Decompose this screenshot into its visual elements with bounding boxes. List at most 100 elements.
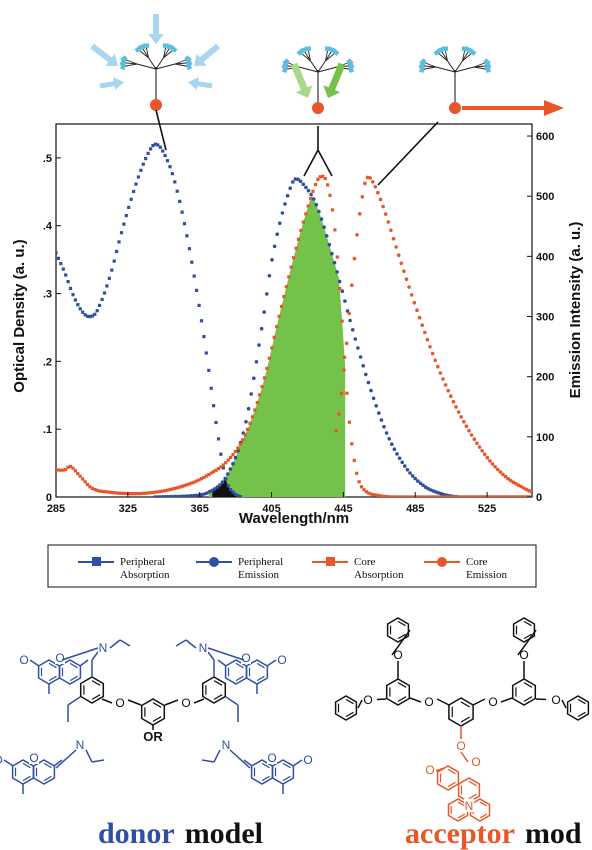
data-point — [76, 472, 80, 476]
data-point — [382, 424, 386, 429]
dendrimer-branch — [155, 57, 164, 70]
dendrimer-branch — [123, 58, 138, 65]
bond — [292, 759, 303, 767]
x-tick-label: 365 — [191, 503, 209, 515]
data-point — [216, 467, 221, 471]
atom-label: O — [29, 751, 38, 765]
donor-word: donor — [98, 817, 175, 850]
data-point — [129, 197, 133, 201]
ring — [436, 765, 460, 791]
data-point — [265, 366, 269, 370]
data-point — [436, 364, 440, 369]
data-point — [353, 337, 358, 341]
data-point — [326, 183, 330, 187]
dendrimer-branch — [437, 52, 448, 62]
data-point — [311, 197, 316, 201]
atom-bg — [488, 695, 498, 708]
data-point — [451, 399, 456, 404]
data-point — [61, 468, 65, 472]
data-point — [134, 182, 138, 186]
data-point — [272, 244, 277, 249]
data-point — [175, 486, 179, 490]
data-point — [267, 356, 271, 360]
data-point — [202, 335, 206, 339]
data-point — [231, 453, 235, 457]
y-right-tick-label: 0 — [536, 492, 542, 504]
atom-label: O — [303, 753, 312, 767]
series-peripheral-absorption — [56, 142, 242, 497]
data-point — [238, 495, 242, 497]
atom-label: O — [519, 648, 528, 662]
peripheral-chromophore — [484, 61, 492, 70]
data-point — [149, 491, 153, 495]
data-point — [262, 376, 267, 380]
bond — [243, 759, 253, 767]
atom-bg — [424, 695, 434, 708]
data-point — [132, 492, 136, 496]
data-point — [153, 490, 157, 494]
data-point — [93, 487, 97, 492]
data-point — [267, 274, 272, 278]
data-point — [214, 468, 218, 472]
dendrimer-core-emission-icon — [418, 46, 564, 116]
data-point — [192, 480, 196, 484]
bond — [29, 659, 40, 667]
legend-label-line1: Core — [354, 556, 376, 568]
dendrimer-branch — [310, 60, 319, 73]
terminal-phenyl-ring — [566, 695, 590, 721]
double-bond — [48, 662, 57, 669]
data-point — [475, 441, 479, 446]
legend-label-line1: Peripheral — [120, 556, 165, 568]
arrow-shape — [99, 77, 124, 91]
data-point — [335, 270, 339, 274]
data-point — [270, 346, 274, 350]
data-point — [258, 393, 262, 397]
data-point — [500, 495, 504, 497]
atom-bg — [464, 799, 474, 812]
data-point — [197, 478, 201, 482]
double-bond — [91, 694, 101, 700]
data-point — [423, 330, 427, 335]
terminal-phenyl-ring — [512, 617, 536, 643]
bond — [391, 629, 411, 656]
atom-label: O — [456, 739, 465, 753]
data-point — [324, 234, 329, 238]
atom-bg — [425, 763, 435, 776]
data-point — [343, 355, 347, 359]
terminal-phenyl-ring — [334, 695, 358, 721]
y-right-tick-label: 600 — [536, 131, 554, 143]
data-point — [510, 495, 514, 497]
data-point — [512, 495, 516, 497]
arm-right: O — [535, 693, 590, 721]
data-point — [364, 372, 368, 377]
data-point — [340, 319, 344, 323]
y-left-tick-label: .1 — [43, 424, 52, 436]
bond — [229, 749, 251, 769]
data-point — [355, 233, 359, 237]
data-point — [304, 185, 308, 190]
double-bond — [397, 633, 406, 640]
dendrimer-cartoons — [90, 14, 564, 116]
data-point — [207, 473, 211, 477]
data-point — [498, 470, 503, 474]
data-point — [83, 313, 87, 317]
x-tick-label: 445 — [334, 503, 352, 515]
data-point — [278, 221, 282, 225]
data-point — [192, 274, 196, 278]
data-point — [212, 404, 216, 408]
data-point — [190, 260, 194, 264]
data-point — [493, 495, 497, 497]
data-point — [337, 279, 342, 284]
data-point — [112, 491, 116, 495]
bond — [207, 651, 215, 661]
data-point — [527, 495, 531, 497]
bond — [409, 697, 422, 703]
data-point — [508, 478, 513, 483]
peripheral-chromophore — [419, 58, 427, 66]
data-point — [81, 310, 85, 314]
dendrimer-branch — [435, 66, 456, 73]
data-point — [407, 285, 411, 289]
